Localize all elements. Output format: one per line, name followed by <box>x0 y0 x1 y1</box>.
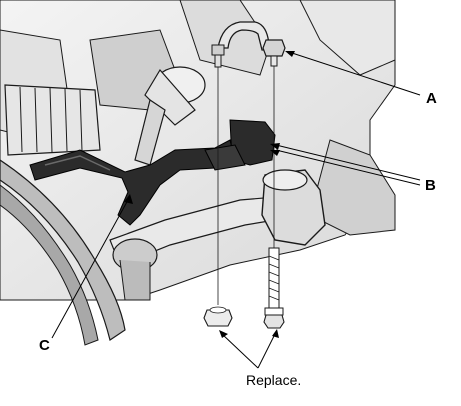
long-bolt <box>263 247 285 329</box>
small-nut <box>203 306 233 327</box>
rack-boot <box>4 84 101 156</box>
alignment-lines <box>217 66 275 305</box>
tire-arc <box>0 159 126 346</box>
bushing-bracket <box>204 119 276 171</box>
callout-a: A <box>426 90 437 107</box>
callout-c: C <box>39 337 50 354</box>
tie-rod-boot <box>134 66 206 166</box>
leader-lines <box>51 51 421 369</box>
replace-note: Replace. <box>246 372 301 388</box>
callout-b: B <box>425 177 436 194</box>
stabilizer-bar <box>29 139 236 226</box>
